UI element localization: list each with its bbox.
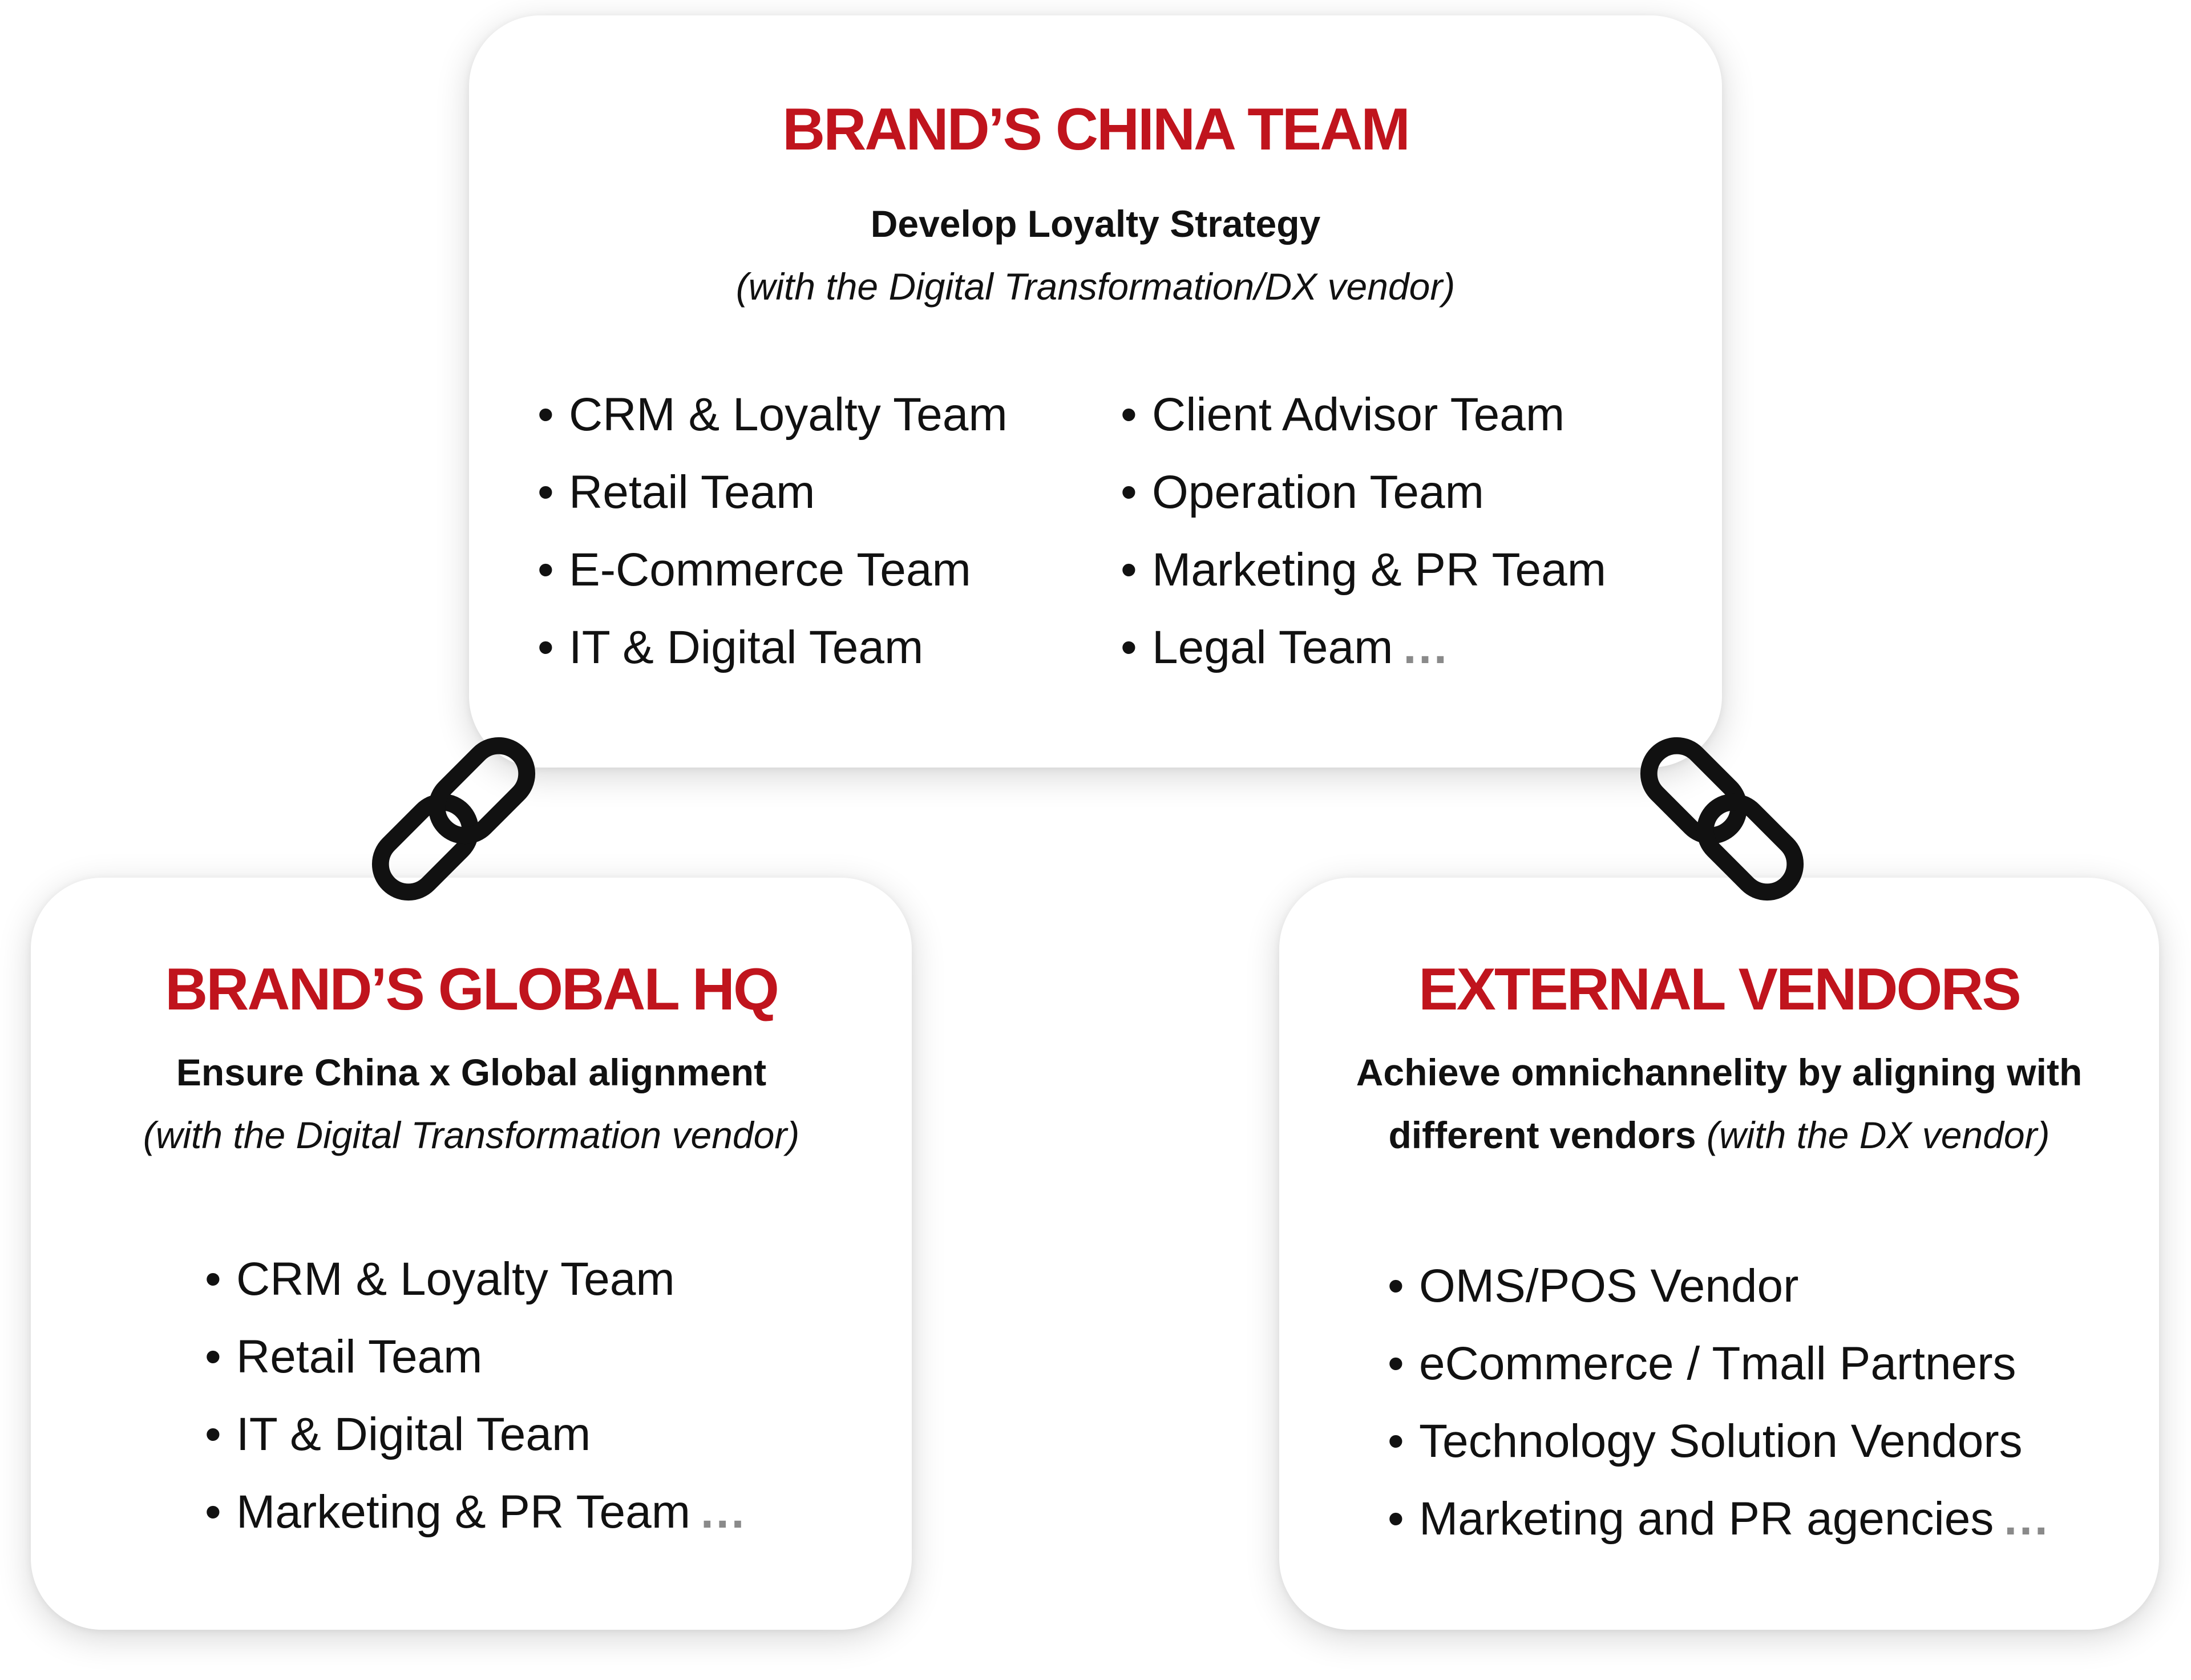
external-vendors-list: • OMS/POS Vendor • eCommerce / Tmall Partn… (1388, 1247, 2050, 1558)
list-item: • Marketing and PR agencies... (1388, 1480, 2050, 1558)
bullet-icon: • (1388, 1493, 1404, 1545)
external-vendors-goal-cont: different vendors (1388, 1114, 1696, 1156)
chain-link-icon (1640, 737, 1804, 901)
global-hq-subtitle: Ensure China x Global alignment (31, 1041, 912, 1104)
global-hq-title: BRAND’S GLOBAL HQ (165, 956, 779, 1023)
china-team-note-line: (with the Digital Transformation/DX vend… (469, 255, 1722, 318)
bullet-icon: • (1121, 466, 1137, 518)
team-label: Operation Team (1152, 466, 1484, 518)
external-vendors-subtitle-line2: different vendors (with the DX vendor) (1279, 1104, 2159, 1166)
bullet-icon: • (1388, 1338, 1404, 1390)
ellipsis: ... (2004, 1493, 2050, 1545)
ellipsis: ... (1403, 621, 1449, 673)
external-vendors-goal: Achieve omnichannelity by aligning with (1356, 1051, 2083, 1093)
global-hq-list: • CRM & Loyalty Team • Retail Team • IT & D… (205, 1241, 746, 1551)
bullet-icon: • (205, 1331, 221, 1383)
bullet-icon: • (537, 544, 554, 596)
china-team-card: BRAND’S CHINA TEAM Develop Loyalty Strat… (469, 15, 1722, 768)
external-vendors-subtitle-line1: Achieve omnichannelity by aligning with (1279, 1041, 2159, 1104)
team-label: Client Advisor Team (1152, 389, 1565, 441)
external-vendors-note: (with the DX vendor) (1706, 1114, 2050, 1156)
vendor-label: eCommerce / Tmall Partners (1419, 1338, 2016, 1390)
bullet-icon: • (205, 1486, 221, 1538)
china-team-strategy: Develop Loyalty Strategy (870, 203, 1321, 245)
team-label: Retail Team (236, 1331, 483, 1383)
bullet-icon: • (1121, 389, 1137, 441)
team-label: Retail Team (569, 466, 815, 518)
bullet-icon: • (537, 621, 554, 673)
list-item: • CRM & Loyalty Team (205, 1241, 746, 1318)
team-label: Legal Team (1152, 621, 1393, 673)
ellipsis: ... (701, 1486, 747, 1538)
list-item: • Retail Team (537, 454, 1008, 531)
bullet-icon: • (205, 1408, 221, 1460)
list-item: • E-Commerce Team (537, 531, 1008, 609)
china-team-title: BRAND’S CHINA TEAM (782, 96, 1410, 163)
china-team-note: (with the Digital Transformation/DX vend… (735, 265, 1456, 308)
list-item: • Operation Team (1121, 454, 1606, 531)
bullet-icon: • (1388, 1260, 1404, 1312)
team-label: Marketing & PR Team (1152, 544, 1607, 596)
external-vendors-title: EXTERNAL VENDORS (1418, 956, 2022, 1023)
global-hq-card: BRAND’S GLOBAL HQ Ensure China x Global … (31, 878, 912, 1630)
list-item: • eCommerce / Tmall Partners (1388, 1325, 2050, 1403)
team-label: Marketing & PR Team (236, 1486, 691, 1538)
list-item: • Client Advisor Team (1121, 376, 1606, 454)
list-item: • Retail Team (205, 1318, 746, 1396)
china-team-list-right: • Client Advisor Team • Operation Team • Ma… (1121, 376, 1606, 686)
vendor-label: Technology Solution Vendors (1419, 1415, 2023, 1467)
list-item: • IT & Digital Team (537, 609, 1008, 686)
vendor-label: Marketing and PR agencies (1419, 1493, 1994, 1545)
list-item: • Marketing & PR Team... (205, 1473, 746, 1551)
china-team-list-left: • CRM & Loyalty Team • Retail Team • E-Comm… (537, 376, 1008, 686)
list-item: • Marketing & PR Team (1121, 531, 1606, 609)
vendor-label: OMS/POS Vendor (1419, 1260, 1799, 1312)
bullet-icon: • (205, 1253, 221, 1305)
china-team-subtitle: Develop Loyalty Strategy (469, 192, 1722, 255)
list-item: • Technology Solution Vendors (1388, 1403, 2050, 1480)
external-vendors-card: EXTERNAL VENDORS Achieve omnichannelity … (1279, 878, 2159, 1630)
team-label: CRM & Loyalty Team (569, 389, 1008, 441)
team-label: IT & Digital Team (569, 621, 924, 673)
global-hq-note: (with the Digital Transformation vendor) (143, 1114, 800, 1156)
team-label: CRM & Loyalty Team (236, 1253, 675, 1305)
global-hq-note-line: (with the Digital Transformation vendor) (31, 1104, 912, 1166)
list-item: • OMS/POS Vendor (1388, 1247, 2050, 1325)
bullet-icon: • (537, 389, 554, 441)
team-label: E-Commerce Team (569, 544, 971, 596)
list-item: • IT & Digital Team (205, 1396, 746, 1473)
bullet-icon: • (1388, 1415, 1404, 1467)
bullet-icon: • (1121, 621, 1137, 673)
bullet-icon: • (1121, 544, 1137, 596)
global-hq-alignment: Ensure China x Global alignment (176, 1051, 767, 1093)
chain-link-icon (371, 737, 536, 901)
team-label: IT & Digital Team (236, 1408, 591, 1460)
bullet-icon: • (537, 466, 554, 518)
list-item: • Legal Team... (1121, 609, 1606, 686)
list-item: • CRM & Loyalty Team (537, 376, 1008, 454)
